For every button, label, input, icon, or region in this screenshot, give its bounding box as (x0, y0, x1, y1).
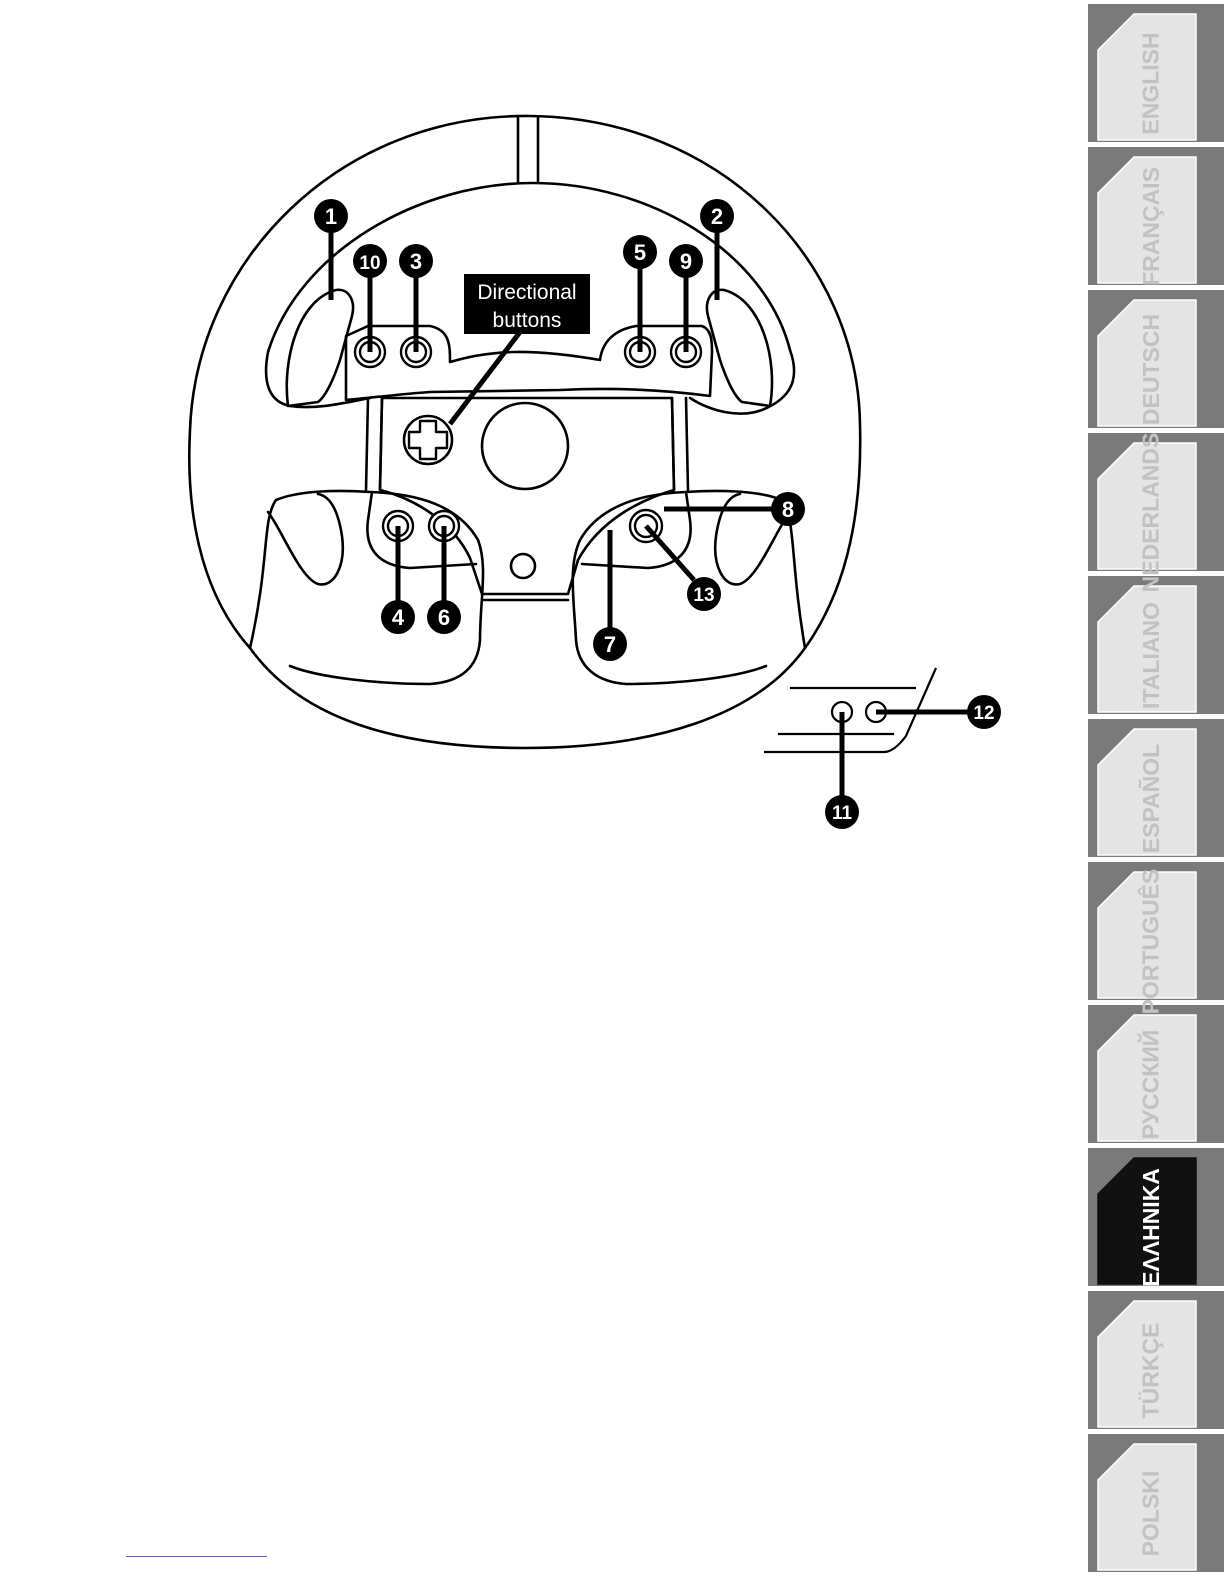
language-tab-label[interactable]: POLSKI (1137, 1470, 1164, 1556)
hub-center-circle (482, 403, 568, 489)
svg-text:5: 5 (634, 240, 646, 265)
callout-4: 4 (381, 600, 415, 634)
language-tab-label[interactable]: ITALIANO (1137, 602, 1164, 709)
svg-text:9: 9 (680, 249, 692, 274)
callout-11: 11 (825, 795, 859, 829)
paddle-1 (287, 290, 353, 406)
hub-bottom-hole (511, 554, 535, 578)
wheel-rim-outer (189, 116, 860, 748)
callout-10: 10 (353, 244, 387, 278)
callout-9: 9 (669, 244, 703, 278)
svg-text:11: 11 (832, 803, 853, 824)
dpad-icon (404, 416, 452, 464)
svg-text:3: 3 (410, 249, 422, 274)
language-tab-label[interactable]: РУССКИЙ (1137, 1029, 1164, 1139)
language-tab-label[interactable]: PORTUGUÊS (1137, 868, 1164, 1014)
top-stripe (518, 118, 538, 182)
svg-text:7: 7 (604, 632, 616, 657)
svg-text:12: 12 (973, 703, 994, 724)
svg-text:10: 10 (359, 253, 380, 274)
callout-3: 3 (399, 244, 433, 278)
callout-7: 7 (593, 627, 627, 661)
svg-text:4: 4 (392, 605, 405, 630)
callout-2: 2 (700, 199, 734, 233)
svg-text:13: 13 (693, 585, 714, 606)
callout-1: 1 (314, 199, 348, 233)
svg-text:6: 6 (438, 605, 450, 630)
language-tab-label[interactable]: ESPAÑOL (1138, 743, 1165, 852)
hub-upper (346, 326, 712, 400)
footer-link-underline[interactable] (126, 1556, 267, 1557)
steering-wheel-diagram: Directional buttons 1 2 3 4 5 6 7 8 9 10… (0, 0, 1084, 1584)
callout-12: 12 (967, 695, 1001, 729)
svg-text:2: 2 (711, 204, 723, 229)
callout-8: 8 (771, 492, 805, 526)
language-tab-label[interactable]: DEUTSCH (1138, 313, 1165, 424)
language-tab-label[interactable]: TÜRKÇE (1137, 1322, 1164, 1418)
svg-text:1: 1 (325, 204, 337, 229)
language-tab-label[interactable]: ΕΛΛΗΝΙΚΑ (1137, 1168, 1164, 1287)
language-tab-label[interactable]: NEDERLANDS (1137, 432, 1164, 592)
paddle-2 (707, 290, 772, 406)
callout-13: 13 (687, 577, 721, 611)
svg-text:8: 8 (782, 497, 794, 522)
language-tab-label[interactable]: ENGLISH (1138, 32, 1165, 134)
svg-text:buttons: buttons (493, 309, 562, 332)
callout-5: 5 (623, 235, 657, 269)
directional-buttons-label: Directional buttons (464, 274, 590, 334)
svg-text:Directional: Directional (477, 281, 576, 304)
language-tab-label[interactable]: FRANÇAIS (1137, 167, 1164, 286)
callout-6: 6 (427, 600, 461, 634)
